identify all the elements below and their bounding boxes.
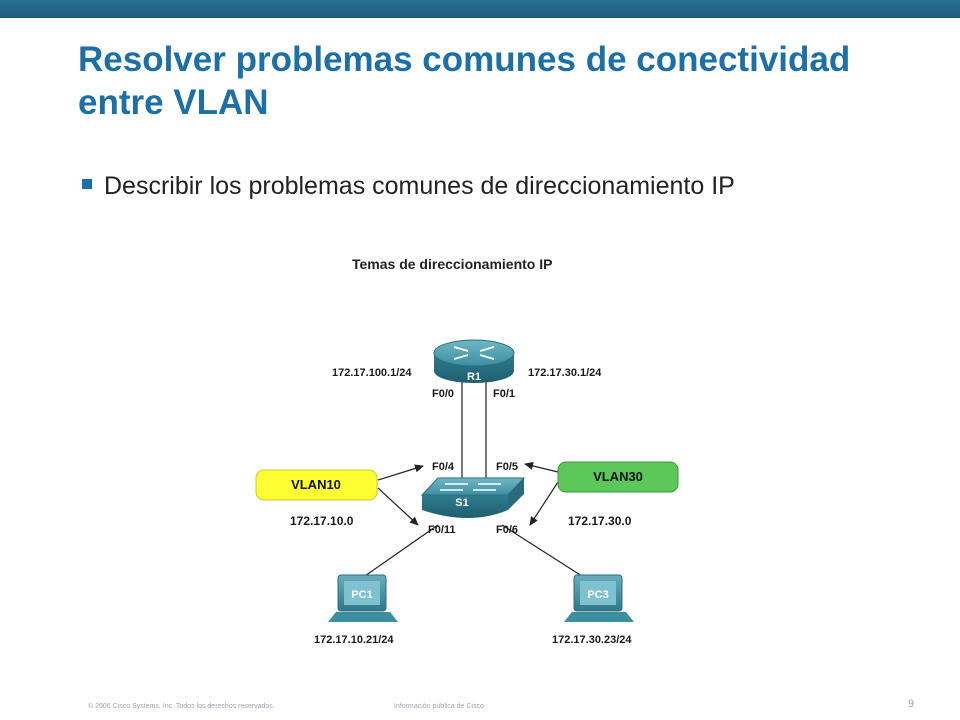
pc3-ip: 172.17.30.23/24	[552, 634, 632, 646]
top-bar	[0, 0, 960, 18]
slide-title: Resolver problemas comunes de conectivid…	[78, 40, 851, 122]
arrow-vlan10-f04	[377, 464, 424, 481]
switch-label: S1	[455, 497, 468, 509]
s1-port-f011: F0/11	[428, 524, 456, 536]
network-diagram: Temas de direccionamiento IP R1	[255, 256, 679, 646]
vlan30-network: 172.17.30.0	[568, 514, 632, 528]
r1-left-ip: 172.17.100.1/24	[332, 367, 412, 379]
router-r1: R1	[433, 339, 515, 383]
vlan10-label: VLAN10	[291, 477, 341, 492]
arrow-vlan30-f06	[529, 481, 559, 526]
pc1-label: PC1	[351, 589, 372, 601]
vlan30-label: VLAN30	[593, 469, 643, 484]
pc3-label: PC3	[587, 589, 608, 601]
pc1-ip: 172.17.10.21/24	[314, 634, 394, 646]
r1-port-f01: F0/1	[493, 388, 515, 400]
router-label: R1	[467, 371, 481, 383]
arrow-vlan10-f011	[377, 487, 419, 526]
vlan10-network: 172.17.10.0	[290, 514, 354, 528]
switch-s1: S1	[420, 477, 526, 518]
r1-port-f00: F0/0	[432, 388, 454, 400]
square-bullet-icon	[82, 179, 92, 189]
footer-info: Información pública de Cisco	[394, 703, 484, 710]
diagram-title: Temas de direccionamiento IP	[352, 256, 552, 272]
bullet-text: Describir los problemas comunes de direc…	[104, 172, 735, 200]
pc3: PC3	[564, 574, 634, 622]
vlan30-box: VLAN30	[557, 461, 679, 493]
switch-arrows-icon	[440, 483, 501, 491]
link-s1-pc3	[501, 524, 586, 579]
vlan-arrows	[377, 461, 559, 526]
link-s1-pc1	[361, 524, 439, 579]
s1-port-f05: F0/5	[496, 461, 518, 473]
bullet-item: Describir los problemas comunes de direc…	[80, 170, 940, 204]
network-links	[361, 382, 586, 579]
s1-port-f06: F0/6	[496, 524, 518, 536]
pc1: PC1	[328, 574, 398, 622]
s1-port-f04: F0/4	[432, 461, 455, 473]
footer-copyright: © 2006 Cisco Systems, Inc. Todos los der…	[88, 703, 275, 710]
vlan10-box: VLAN10	[255, 469, 378, 501]
router-arrows-icon	[453, 346, 495, 360]
page-number: 9	[908, 698, 915, 710]
arrow-vlan30-f05	[524, 461, 559, 473]
r1-right-ip: 172.17.30.1/24	[528, 367, 602, 379]
